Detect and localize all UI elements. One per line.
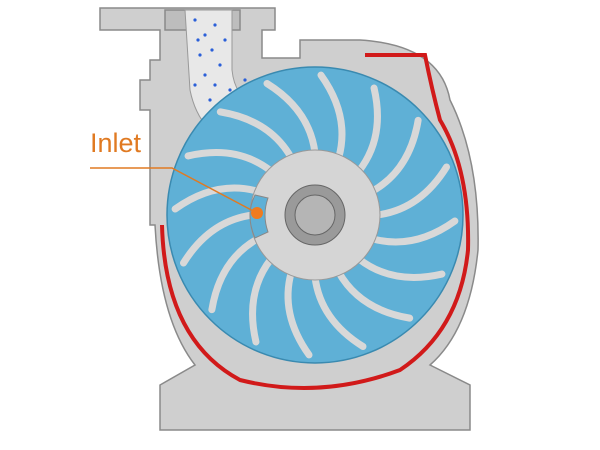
inlet-marker [251, 207, 263, 219]
impeller-blade [368, 217, 459, 246]
impeller-blade [263, 79, 319, 157]
impeller-blade [335, 268, 414, 322]
impeller-blade [284, 268, 313, 359]
inlet-label: Inlet [90, 128, 142, 158]
impeller-blade [216, 108, 295, 162]
impeller-blades [171, 71, 459, 359]
impeller-blade [208, 235, 262, 314]
impeller-blade [317, 71, 346, 162]
impeller-blade [179, 211, 257, 267]
impeller-blade [355, 255, 446, 281]
impeller-blade [311, 273, 367, 351]
inlet-leader-line [90, 167, 258, 214]
volute-liquid-ring-line [160, 53, 471, 390]
impeller-blade [184, 149, 275, 175]
impeller-blade [249, 255, 275, 346]
impeller-blade [373, 163, 451, 219]
impeller-blade [355, 84, 381, 175]
shaft-center [294, 194, 336, 236]
impeller-blade [171, 184, 262, 213]
impeller-blade [368, 116, 422, 195]
